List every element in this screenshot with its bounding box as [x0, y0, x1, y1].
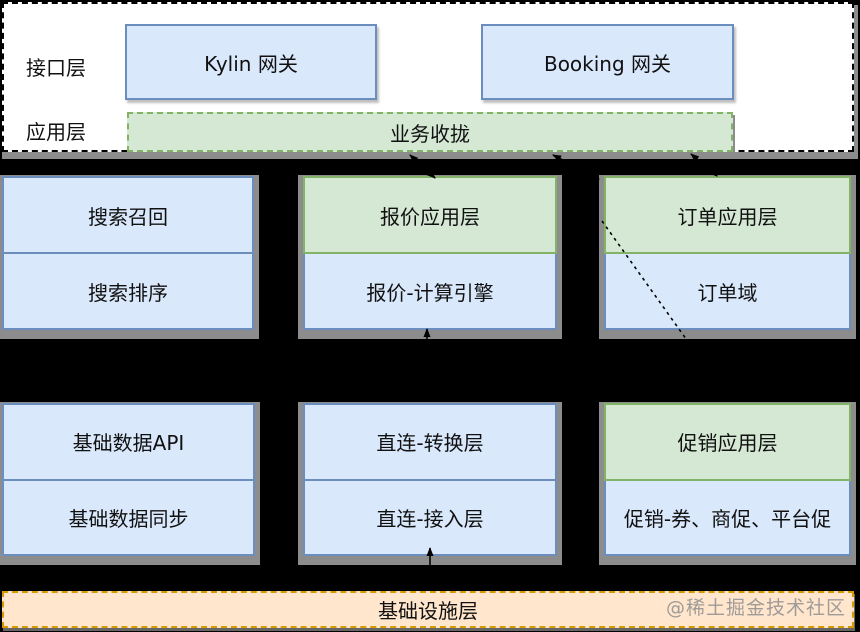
- booking-gateway-box: Booking 网关: [481, 24, 734, 100]
- cell-base-data-sync: 基础数据同步: [2, 480, 255, 556]
- cell-order-domain: 订单域: [604, 254, 851, 330]
- group-order: 订单应用层 订单域: [604, 176, 851, 330]
- infrastructure-layer-box: 基础设施层: [2, 591, 854, 628]
- kylin-gateway-box: Kylin 网关: [125, 24, 377, 100]
- watermark-text: @稀土掘金技术社区: [665, 597, 846, 619]
- cell-promo-types: 促销-券、商促、平台促: [604, 480, 851, 556]
- cell-promo-app-layer: 促销应用层: [604, 403, 851, 481]
- cell-direct-transform: 直连-转换层: [303, 403, 557, 481]
- cell-search-recall: 搜索召回: [2, 176, 254, 254]
- group-base-data: 基础数据API 基础数据同步: [2, 403, 255, 556]
- link-consolidation-to-order: [690, 153, 718, 177]
- cell-quote-calc-engine: 报价-计算引擎: [303, 254, 557, 330]
- group-quote: 报价应用层 报价-计算引擎: [303, 176, 557, 330]
- business-consolidation-box: 业务收拢: [127, 112, 733, 152]
- cell-quote-app-layer: 报价应用层: [303, 176, 557, 254]
- cell-order-app-layer: 订单应用层: [604, 176, 851, 254]
- cell-search-ranking: 搜索排序: [2, 254, 254, 330]
- interface-layer-label: 接口层: [26, 56, 86, 80]
- group-promotion: 促销应用层 促销-券、商促、平台促: [604, 403, 851, 556]
- link-quote-to-consolidation: [409, 154, 436, 179]
- group-direct-connect: 直连-转换层 直连-接入层: [303, 403, 557, 556]
- group-search: 搜索召回 搜索排序: [2, 176, 254, 330]
- link-order-left-to-consolidation: [552, 154, 600, 180]
- cell-base-data-api: 基础数据API: [2, 403, 255, 481]
- application-layer-label: 应用层: [26, 120, 86, 144]
- cell-direct-access: 直连-接入层: [303, 480, 557, 556]
